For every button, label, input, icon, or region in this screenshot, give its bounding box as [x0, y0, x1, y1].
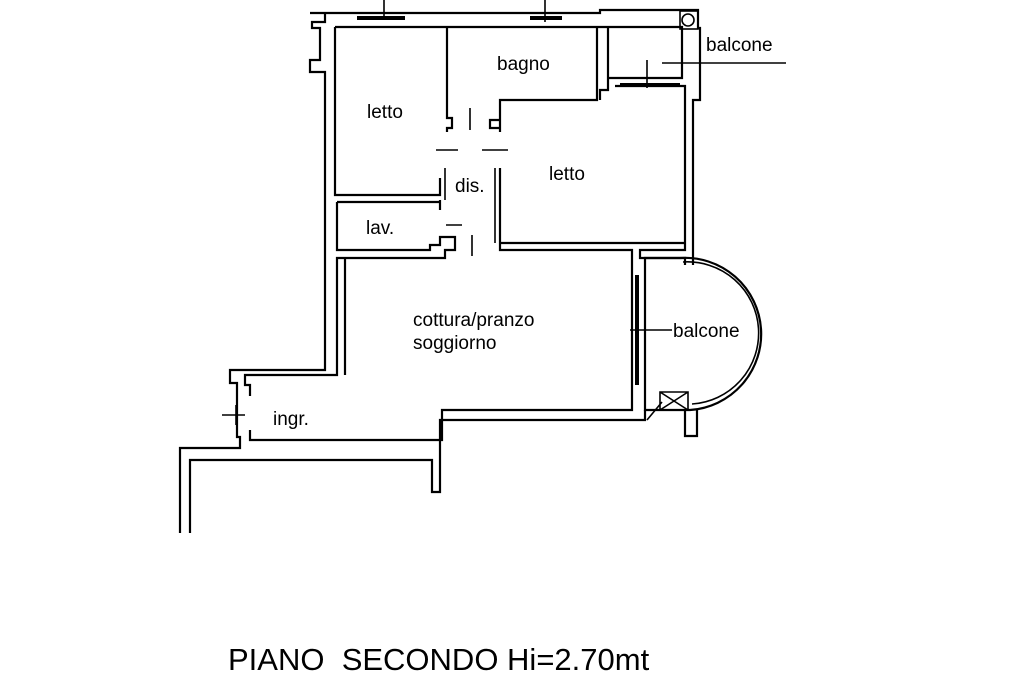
room-label-balcone: balcone [706, 35, 773, 56]
balcony-side-wall [683, 410, 699, 438]
interior-wall-outline [243, 25, 687, 442]
room-label-ingr: ingr. [273, 409, 309, 430]
plan-title: PIANO SECONDO Hi=2.70mt [228, 642, 650, 677]
round-balcony-inner-arc [682, 261, 760, 405]
room-label-letto: letto [367, 102, 403, 123]
exterior-wall [178, 8, 702, 533]
flue-box [646, 391, 689, 421]
window [357, 16, 680, 385]
column-box [679, 10, 699, 30]
room-label-soggiorno: soggiorno [413, 333, 496, 354]
room-label-lav: lav. [366, 218, 394, 239]
column-icon [681, 13, 695, 27]
round-balcony [643, 256, 763, 412]
room-label-dis: dis. [455, 176, 485, 197]
room-label-balcone-round: balcone [673, 321, 740, 342]
window-marker [222, 0, 672, 425]
room-label-letto-2: letto [549, 164, 585, 185]
door-openings [436, 108, 508, 256]
room-label-cottura-pranzo: cottura/pranzo [413, 310, 534, 331]
room-label-bagno: bagno [497, 54, 550, 75]
